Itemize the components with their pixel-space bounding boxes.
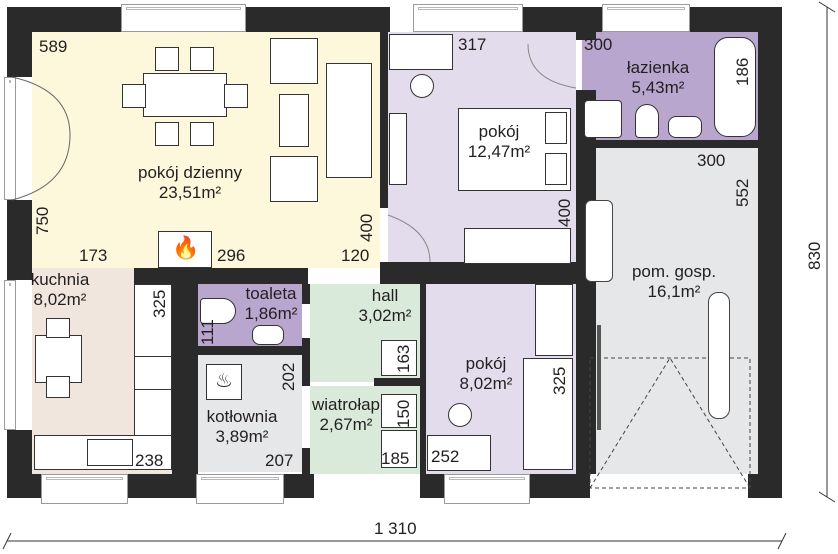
wall — [302, 284, 310, 304]
wall — [302, 338, 310, 386]
bathtub — [714, 37, 756, 137]
sink — [668, 116, 702, 138]
fireplace — [158, 231, 212, 268]
window — [444, 474, 530, 504]
shower-sink — [584, 100, 622, 138]
dim-bedroom2-252: 252 — [431, 447, 460, 466]
wall — [380, 32, 388, 208]
fire-icon: 🔥 — [172, 235, 200, 260]
nightstand — [545, 153, 567, 185]
motorcycle-icon — [708, 292, 730, 419]
wall — [522, 7, 602, 32]
window — [121, 4, 246, 32]
nightstand — [545, 112, 567, 144]
chair-round — [410, 74, 434, 98]
dim-total-height: 830 — [805, 241, 824, 270]
wall — [302, 448, 310, 474]
wall — [128, 474, 196, 498]
toilet — [200, 298, 236, 324]
wall — [576, 140, 758, 148]
toilet — [635, 104, 659, 138]
wardrobe — [381, 394, 417, 428]
garage-door-opening — [590, 474, 748, 498]
window — [4, 77, 16, 200]
dining-table — [143, 73, 227, 117]
dim-living-width: 589 — [39, 37, 68, 56]
wall — [7, 7, 32, 77]
boiler-unit — [206, 364, 242, 400]
window — [413, 4, 523, 32]
wall — [198, 346, 308, 355]
dim-bathroom-width: 300 — [584, 35, 613, 54]
wall — [374, 378, 420, 386]
wardrobe — [381, 430, 417, 468]
wall — [7, 474, 41, 498]
dim-total-width: 1 310 — [374, 519, 417, 538]
window — [41, 474, 128, 504]
dim-vestibule-185: 185 — [381, 449, 410, 468]
wall — [380, 262, 578, 284]
chair — [122, 84, 146, 108]
chair-round — [448, 403, 472, 427]
wall — [576, 32, 596, 40]
heat-icon: ♨ — [215, 370, 233, 392]
sofa — [326, 63, 372, 178]
coffee-table — [279, 94, 309, 147]
bed — [523, 358, 573, 470]
window — [196, 474, 284, 504]
wall — [7, 200, 32, 280]
entrance-opening — [314, 474, 420, 498]
dim-living-173: 173 — [79, 246, 108, 265]
room-label-utility: pom. gosp.16,1m² — [631, 262, 717, 301]
dim-kitchen-238: 238 — [135, 451, 164, 470]
room-utility — [596, 148, 758, 494]
dim-utility-width: 300 — [697, 151, 726, 170]
wall — [576, 148, 596, 198]
chair — [155, 122, 179, 146]
wall — [284, 474, 314, 498]
wardrobe — [381, 340, 417, 376]
desk — [427, 435, 491, 471]
chair — [46, 376, 70, 398]
stove — [134, 356, 172, 390]
wall — [246, 7, 390, 32]
chair — [46, 318, 70, 338]
window — [4, 280, 16, 430]
wall — [758, 7, 782, 497]
wall — [420, 474, 444, 498]
bicycle-icon — [597, 325, 601, 430]
kitchen-sink — [87, 439, 133, 466]
wardrobe — [389, 113, 407, 185]
room-living — [32, 32, 380, 268]
dim-living-120: 120 — [341, 246, 370, 265]
wall — [172, 268, 198, 474]
cabinet — [464, 228, 571, 264]
armchair — [270, 38, 318, 84]
dim-bedroom1-width: 317 — [458, 35, 487, 54]
chair — [190, 47, 214, 71]
desk — [389, 34, 453, 70]
wardrobe — [535, 284, 573, 356]
window — [602, 4, 690, 32]
armchair — [270, 156, 318, 202]
chair — [224, 84, 248, 108]
dim-living-296: 296 — [217, 246, 246, 265]
wall — [748, 474, 782, 498]
chair — [190, 122, 214, 146]
wall — [420, 284, 426, 474]
chair — [155, 47, 179, 71]
dim-boiler-207: 207 — [265, 451, 294, 470]
sink — [252, 325, 284, 345]
lawn-mower-icon — [585, 200, 613, 282]
